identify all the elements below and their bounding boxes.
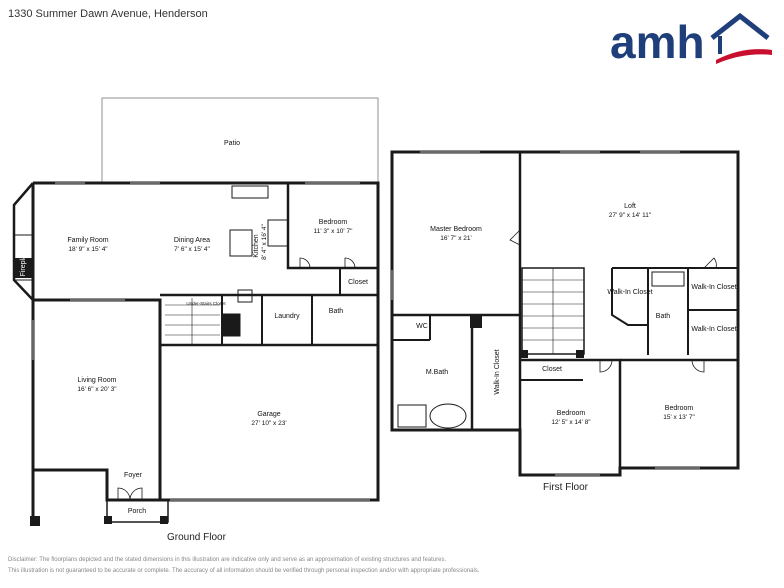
ground-stairs bbox=[165, 298, 220, 345]
living-room-wall bbox=[31, 300, 160, 518]
property-address: 1330 Summer Dawn Avenue, Henderson bbox=[8, 8, 208, 20]
logo-roof-icon bbox=[710, 12, 770, 40]
foyer-label: Foyer bbox=[124, 472, 143, 479]
disclaimer-line-2: This illustration is not guaranteed to b… bbox=[8, 568, 480, 574]
bedroom-2-dim: 12' 5" x 14' 8" bbox=[551, 419, 591, 426]
walkin1-wall bbox=[611, 268, 648, 326]
bath-ground-label: Bath bbox=[329, 308, 344, 315]
ground-windows bbox=[32, 182, 360, 360]
walkin-1-label: Walk-In Closet bbox=[607, 289, 652, 296]
dining-area-label: Dining Area bbox=[174, 237, 210, 244]
loft-dim: 27' 9" x 14' 11" bbox=[609, 212, 652, 219]
kitchen-dim: 8' 4" x 16' 4" bbox=[261, 223, 268, 259]
ground-bay-wall bbox=[12, 182, 34, 301]
bedroom-3-label: Bedroom bbox=[665, 405, 694, 412]
master-bath-wall bbox=[392, 313, 522, 430]
family-room-label: Family Room bbox=[67, 237, 108, 244]
patio-label: Patio bbox=[224, 140, 240, 147]
amh-logo: amh bbox=[610, 12, 772, 68]
first-outer-wall bbox=[390, 150, 740, 477]
mbath-label: M.Bath bbox=[426, 369, 448, 376]
logo-wordmark: amh bbox=[610, 16, 705, 68]
logo-swoosh-icon bbox=[716, 49, 772, 64]
fireplace-label: Fireplace bbox=[20, 248, 27, 277]
bedroom2-top-wall bbox=[520, 358, 622, 475]
kitchen-label: Kitchen bbox=[253, 234, 260, 257]
stove-outline bbox=[267, 219, 289, 247]
disclaimer-line-1: Disclaimer: The floorplans depicted and … bbox=[8, 557, 447, 563]
bedroom-3-dim: 15' x 13' 7" bbox=[663, 414, 695, 421]
patio-outline bbox=[101, 97, 379, 184]
ground-pillars bbox=[14, 258, 168, 526]
loft-label: Loft bbox=[624, 203, 636, 210]
column-block bbox=[221, 313, 241, 337]
first-pillars bbox=[520, 350, 584, 358]
walkin-2-label: Walk-In Closet bbox=[691, 284, 736, 291]
walkin-master-label: Walk-In Closet bbox=[494, 349, 501, 394]
master-bedroom-dim: 16' 7" x 21' bbox=[440, 235, 472, 242]
laundry-label: Laundry bbox=[274, 313, 300, 320]
first-windows bbox=[391, 151, 700, 476]
bedroom-ground-label: Bedroom bbox=[319, 219, 348, 226]
shower-outline bbox=[397, 404, 427, 428]
porch-outline bbox=[106, 500, 169, 523]
bath-first-label: Bath bbox=[656, 313, 671, 320]
ground-doors bbox=[117, 257, 356, 501]
bedroom-ground-dim: 11' 3" x 10' 7" bbox=[314, 228, 353, 235]
porch-label: Porch bbox=[128, 508, 146, 515]
kitchen-island bbox=[229, 229, 253, 257]
ground-floor-label: Ground Floor bbox=[167, 532, 226, 543]
bath-first-tub bbox=[651, 271, 685, 287]
sink-outline bbox=[231, 185, 269, 199]
first-doors bbox=[509, 229, 717, 373]
first-floor-label: First Floor bbox=[543, 482, 588, 493]
under-stairs-label: Under-Stairs Closet bbox=[186, 301, 226, 306]
first-stair-treads bbox=[522, 268, 584, 354]
living-room-dim: 16' 6" x 20' 3" bbox=[77, 386, 117, 393]
fireplace-outline bbox=[13, 234, 33, 281]
walkin-3-label: Walk-In Closet bbox=[691, 326, 736, 333]
closet-ground-label: Closet bbox=[348, 279, 368, 286]
tub-outline bbox=[429, 403, 467, 429]
chase-block bbox=[470, 314, 482, 328]
dining-area-dim: 7' 6" x 15' 4" bbox=[174, 246, 210, 253]
water-heater bbox=[237, 289, 253, 303]
bedroom-2-label: Bedroom bbox=[557, 410, 586, 417]
master-bedroom-label: Master Bedroom bbox=[430, 226, 482, 233]
garage-label: Garage bbox=[257, 411, 280, 418]
living-room-label: Living Room bbox=[78, 377, 117, 384]
wc-label: WC bbox=[416, 323, 428, 330]
bedroom-ground-wall bbox=[286, 183, 378, 270]
family-room-dim: 18' 9" x 15' 4" bbox=[68, 246, 108, 253]
closet-first-label: Closet bbox=[542, 366, 562, 373]
garage-dim: 27' 10" x 23' bbox=[251, 420, 286, 427]
